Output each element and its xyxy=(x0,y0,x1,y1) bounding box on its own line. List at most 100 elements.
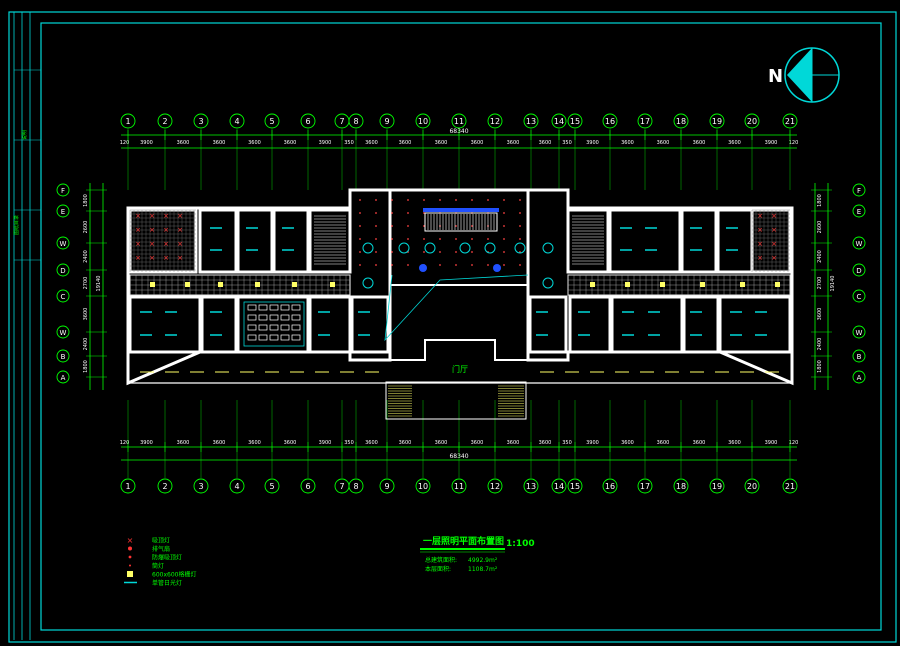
exhaust-fan-mark: × xyxy=(135,254,141,262)
downlight xyxy=(503,238,505,240)
axis-bubble xyxy=(551,113,567,129)
dimension-text: 120 xyxy=(120,140,130,146)
exhaust-fan-mark: × xyxy=(757,254,763,262)
axis-label: 16 xyxy=(605,117,615,126)
pendant-light xyxy=(514,242,526,254)
row-axis-label: D xyxy=(60,267,65,275)
drawing-scale: 1:100 xyxy=(506,539,535,549)
downlight xyxy=(471,199,473,201)
table xyxy=(291,304,301,311)
left-wing-walls xyxy=(126,188,392,386)
exhaust-fan-mark: × xyxy=(163,212,169,220)
axis-bubble xyxy=(551,478,567,494)
south-rooms xyxy=(128,295,792,373)
axis-bubble xyxy=(300,113,316,129)
room-s5 xyxy=(528,295,568,354)
downlight xyxy=(503,225,505,227)
steps-outline xyxy=(385,381,527,420)
exhaust-fan-mark: × xyxy=(149,254,155,262)
downlight xyxy=(391,225,393,227)
row-axis-label: W xyxy=(856,329,863,337)
axis-bubble xyxy=(264,478,280,494)
downlight xyxy=(375,212,377,214)
axis-label: 15 xyxy=(570,117,580,126)
downlight xyxy=(423,251,425,253)
north-arrow: N xyxy=(768,47,840,103)
axis-bubble xyxy=(487,113,503,129)
downlight xyxy=(503,212,505,214)
table xyxy=(291,324,301,331)
downlight xyxy=(439,238,441,240)
side-strip: 图纸目录 说明 xyxy=(13,12,41,640)
table xyxy=(269,324,279,331)
exhaust-fan-mark: × xyxy=(771,254,777,262)
grille-light xyxy=(255,282,260,287)
legend-symbol xyxy=(129,564,131,567)
exhaust-fan-mark: × xyxy=(177,226,183,234)
axis-label: 6 xyxy=(305,117,310,126)
stage-cyan-bar xyxy=(423,208,499,212)
axis-bubble xyxy=(709,113,725,129)
downlight xyxy=(423,199,425,201)
axis-label: 19 xyxy=(712,117,722,126)
axis-bubble xyxy=(157,478,173,494)
axis-bubble xyxy=(673,478,689,494)
dimension-text: 3600 xyxy=(248,140,261,146)
downlight xyxy=(487,238,489,240)
dimension-text: 3600 xyxy=(248,440,261,446)
pendant-light xyxy=(398,242,410,254)
side-strip-text-1: 图纸目录 xyxy=(13,215,20,235)
room-s9 xyxy=(718,295,792,354)
center-stair xyxy=(424,212,498,232)
lecture-room xyxy=(236,295,310,354)
row-axis-label: D xyxy=(856,267,861,275)
row-axis-label: F xyxy=(857,187,861,195)
pendant-light xyxy=(459,242,471,254)
dimension-text: 3600 xyxy=(177,440,190,446)
row-dim-text: 2400 xyxy=(83,338,89,351)
row-axis-label: A xyxy=(61,374,66,382)
downlight xyxy=(391,264,393,266)
downlight xyxy=(359,238,361,240)
axis-bubble xyxy=(348,478,364,494)
axis-bubble xyxy=(782,113,798,129)
table xyxy=(247,324,257,331)
downlight xyxy=(359,251,361,253)
axis-bubble xyxy=(229,478,245,494)
axis-bubble xyxy=(120,113,136,129)
axis-bubble xyxy=(379,478,395,494)
dimension-text: 3600 xyxy=(284,140,297,146)
axis-bubble xyxy=(602,113,618,129)
row-axis-label: W xyxy=(60,240,67,248)
outer-frame xyxy=(8,11,897,643)
row-axis-bubble xyxy=(852,263,866,277)
entrance-steps xyxy=(385,381,527,420)
exhaust-fan-mark: × xyxy=(149,240,155,248)
dimension-text: 3600 xyxy=(471,140,484,146)
axis-label: 20 xyxy=(747,117,757,126)
lobby-light-2 xyxy=(493,264,501,272)
dimension-text: 3600 xyxy=(435,440,448,446)
table xyxy=(247,314,257,321)
downlight xyxy=(455,251,457,253)
axis-bubble xyxy=(744,478,760,494)
exhaust-fan-mark: × xyxy=(177,254,183,262)
axis-label: 1 xyxy=(125,117,130,126)
row-total-text: 19140 xyxy=(830,276,836,292)
building-plan: ×××××××××××××××××××××××× 门厅 xyxy=(126,188,794,420)
legend-label: 单管日光灯 xyxy=(152,579,182,587)
dimension-text: 3600 xyxy=(728,140,741,146)
table xyxy=(269,304,279,311)
axis-bubble xyxy=(673,113,689,129)
axis-label: 9 xyxy=(384,117,389,126)
dimension-text: 3600 xyxy=(621,440,634,446)
legend-symbol xyxy=(127,571,133,577)
row-dim-text: 2400 xyxy=(817,338,823,351)
table xyxy=(247,304,257,311)
stair-room-east xyxy=(566,208,610,274)
row-axis-label: E xyxy=(857,208,861,216)
axis-bubble xyxy=(637,478,653,494)
